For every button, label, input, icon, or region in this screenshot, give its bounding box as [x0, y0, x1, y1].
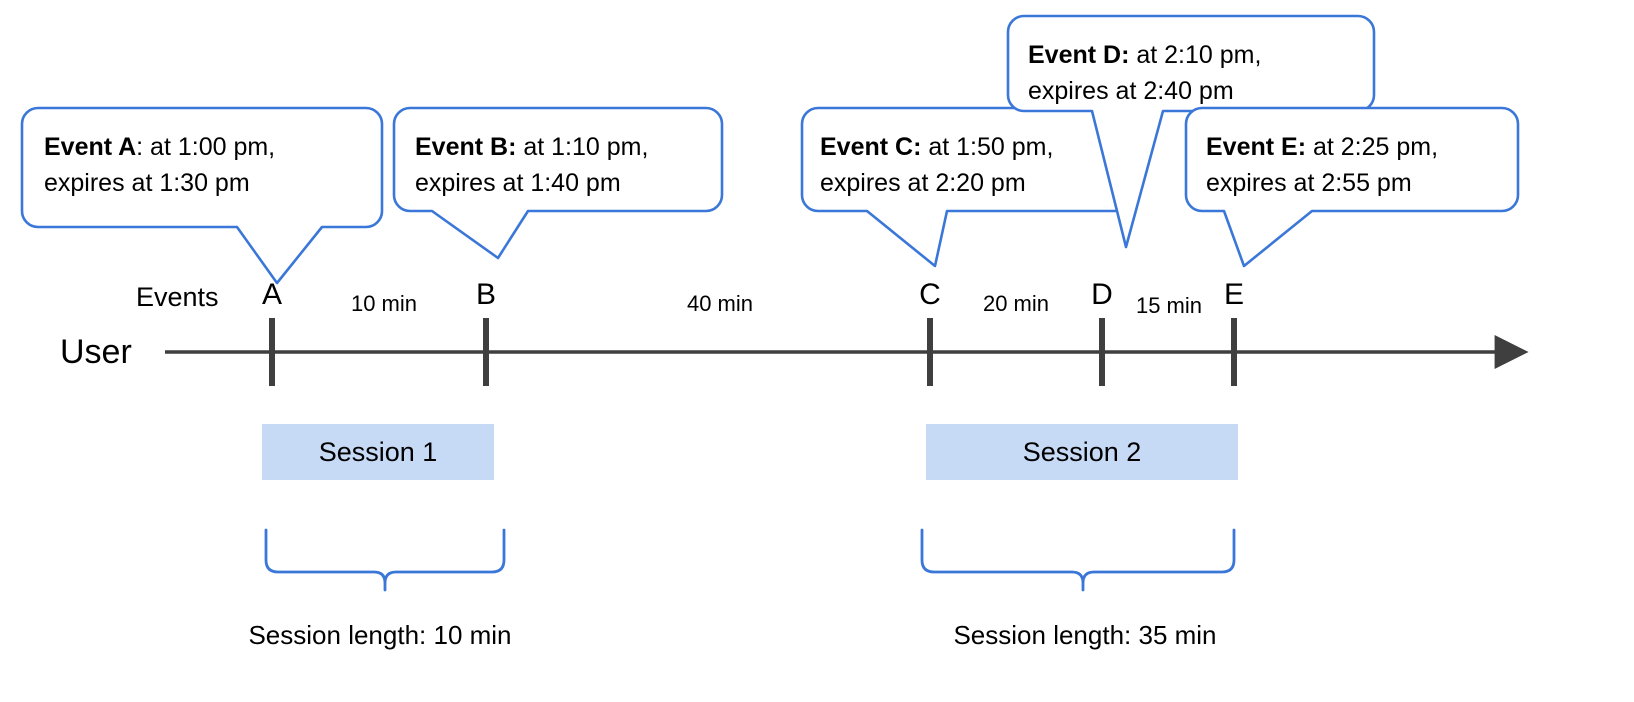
event-letter-c: C [919, 278, 941, 311]
session-2-length-caption: Session length: 35 min [953, 620, 1217, 650]
event-letter-a: A [261, 278, 282, 311]
session-box-1-label: Session 1 [318, 436, 438, 467]
callout-bubble-e[interactable] [1184, 106, 1520, 268]
callout-text-c: Event C: at 1:50 pm, expires at 2:20 pm [820, 129, 1053, 201]
event-letter-d: D [1091, 278, 1113, 311]
callout-b-line1: at 1:10 pm, [516, 133, 649, 161]
session-1-length-caption: Session length: 10 min [248, 620, 512, 650]
callout-b-name: Event B: [415, 133, 517, 161]
callout-b-line2: expires at 1:40 pm [415, 169, 621, 197]
lane-label-events: Events [136, 282, 219, 312]
gap-label-a-b: 10 min [350, 291, 418, 316]
callout-c-line2: expires at 2:20 pm [820, 169, 1026, 197]
callout-text-e: Event E: at 2:25 pm, expires at 2:55 pm [1206, 129, 1438, 201]
event-letter-e: E [1223, 278, 1244, 311]
callout-c-name: Event C: [820, 133, 922, 161]
gap-label-c-d: 20 min [982, 291, 1050, 316]
callout-d-line2: expires at 2:40 pm [1028, 77, 1234, 105]
callout-a-sep: : [136, 133, 144, 161]
callout-d-line1: at 2:10 pm, [1129, 41, 1262, 69]
session-box-2[interactable]: Session 2 [926, 424, 1238, 480]
callout-text-a: Event A: at 1:00 pm, expires at 1:30 pm [44, 129, 275, 201]
callout-e-line2: expires at 2:55 pm [1206, 169, 1412, 197]
callout-e-name: Event E: [1206, 133, 1307, 161]
event-letter-b: B [475, 278, 496, 311]
callout-bubble-a[interactable] [20, 106, 384, 285]
callout-d-name: Event D: [1028, 41, 1130, 69]
callout-bubble-b[interactable] [392, 106, 724, 260]
gap-label-b-c: 40 min [686, 291, 754, 316]
session-box-1[interactable]: Session 1 [262, 424, 494, 480]
callout-a-line1: at 1:00 pm, [143, 133, 276, 161]
callout-text-d: Event D: at 2:10 pm, expires at 2:40 pm [1028, 37, 1261, 109]
callout-bubble-d[interactable] [1006, 14, 1376, 249]
callout-e-line1: at 2:25 pm, [1306, 133, 1439, 161]
lane-label-user: User [60, 333, 132, 371]
session-1-brace [264, 528, 506, 592]
gap-label-d-e: 15 min [1135, 293, 1203, 318]
callout-c-line1: at 1:50 pm, [921, 133, 1054, 161]
callout-text-b: Event B: at 1:10 pm, expires at 1:40 pm [415, 129, 648, 201]
callout-a-line2: expires at 1:30 pm [44, 169, 250, 197]
callout-a-name: Event A [44, 133, 137, 161]
session-box-2-label: Session 2 [1022, 436, 1142, 467]
session-2-brace [920, 528, 1236, 592]
